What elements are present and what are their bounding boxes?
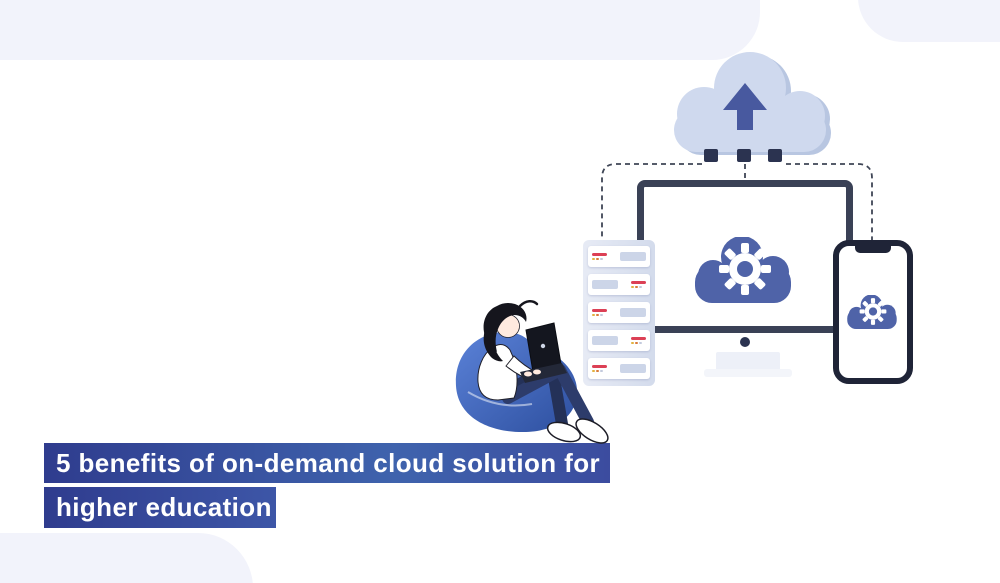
- decor-bottom-left-shape: [0, 533, 253, 583]
- monitor-stand: [716, 352, 780, 371]
- title-bar-line2: higher education: [44, 487, 276, 528]
- title-text-line1: 5 benefits of on-demand cloud solution f…: [56, 447, 601, 478]
- server-row: [588, 330, 650, 351]
- cloud-connector-tab: [768, 149, 782, 162]
- monitor-camera-dot: [740, 337, 750, 347]
- server-row: [588, 302, 650, 323]
- cloud-connector-tab: [704, 149, 718, 162]
- server-rack: [583, 240, 655, 386]
- cloud-upload-icon: [674, 52, 831, 155]
- cloud-connector-tab: [737, 149, 751, 162]
- phone-cloud-gear-icon: [847, 295, 897, 329]
- decor-top-band: [0, 0, 760, 60]
- cloud-gear-icon: [695, 236, 791, 303]
- desktop-monitor: [637, 180, 853, 333]
- title-bar-line1: 5 benefits of on-demand cloud solution f…: [44, 443, 610, 483]
- monitor-stand-base: [704, 369, 792, 377]
- server-row: [588, 274, 650, 295]
- upload-arrow-icon: [723, 83, 767, 130]
- dashed-connector-lines: [601, 163, 873, 240]
- decor-top-right-shape: [858, 0, 1000, 42]
- server-row: [588, 358, 650, 379]
- phone-notch: [855, 245, 891, 253]
- woman-with-laptop-on-beanbag: [455, 300, 609, 444]
- title-text-line2: higher education: [56, 492, 272, 522]
- smartphone: [833, 240, 913, 384]
- server-row: [588, 246, 650, 267]
